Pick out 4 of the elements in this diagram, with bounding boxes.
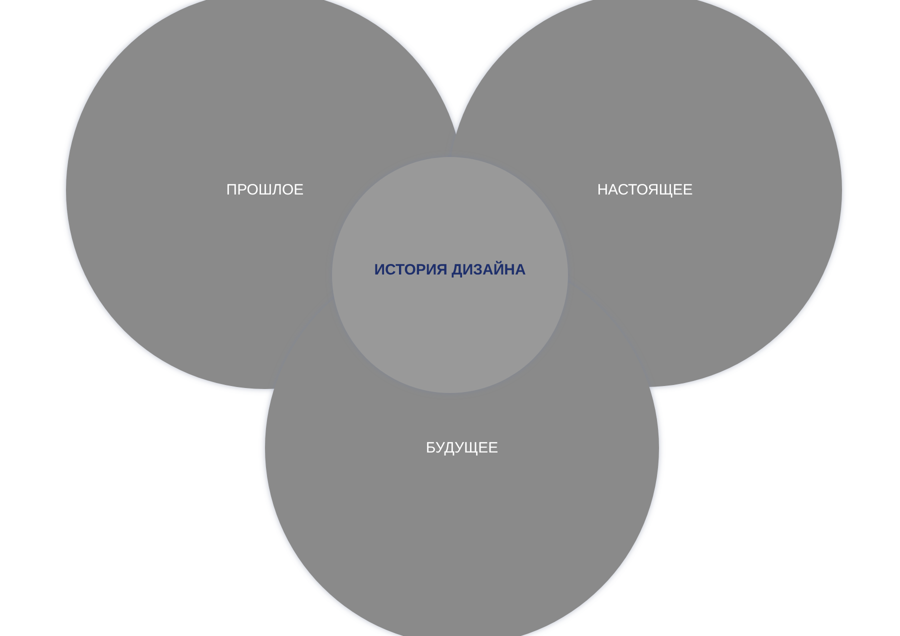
circle-label: ПРОШЛОЕ [226,182,304,198]
center-title: ИСТОРИЯ ДИЗАЙНА [374,262,526,278]
circle-label: НАСТОЯЩЕЕ [597,182,693,198]
circle-label: БУДУЩЕЕ [426,440,498,456]
